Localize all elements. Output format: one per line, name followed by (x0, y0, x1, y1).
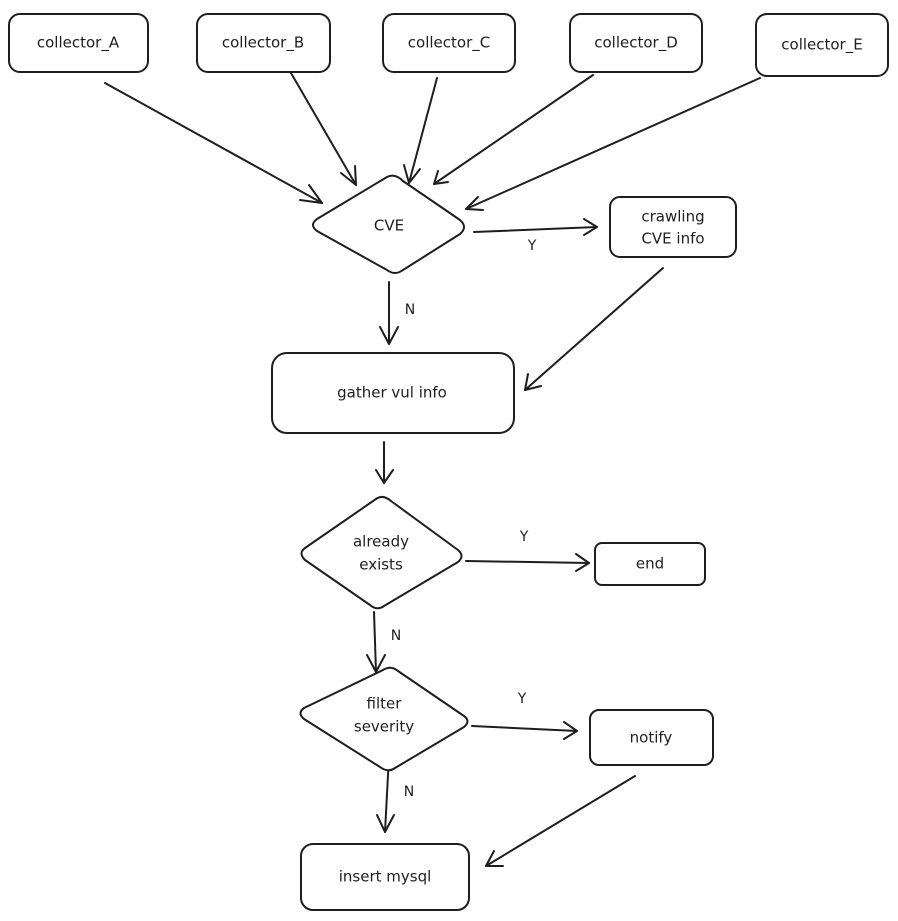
edge-filter-to-notify (471, 721, 578, 740)
node-filter-line2: severity (354, 718, 414, 736)
node-insert-label: insert mysql (339, 868, 432, 886)
node-exists-line2: exists (359, 556, 403, 574)
node-collector-c: collector_C (382, 13, 516, 73)
node-collector-c-label: collector_C (408, 34, 490, 53)
node-filter-severity-decision: filter severity (299, 666, 469, 772)
edge-collector-c-to-cve (403, 77, 438, 184)
node-end-label: end (636, 555, 664, 573)
node-insert-mysql: insert mysql (300, 843, 470, 911)
edge-label-cve-no: N (405, 302, 415, 318)
node-collector-a: collector_A (8, 13, 149, 73)
node-exists-line1: already (353, 533, 409, 551)
edge-gather-to-exists (375, 441, 394, 484)
node-notify-label: notify (630, 729, 673, 747)
edge-exists-to-filter (366, 611, 386, 673)
node-collector-d: collector_D (569, 13, 703, 73)
edge-crawling-to-gather (524, 267, 664, 391)
node-collector-e-label: collector_E (781, 36, 862, 55)
edge-label-filter-no: N (404, 784, 414, 800)
edge-labels: Y N Y N Y N (391, 238, 537, 800)
edge-label-cve-yes: Y (527, 238, 537, 254)
edge-label-filter-yes: Y (517, 691, 527, 707)
node-crawling-line1: crawling (641, 208, 704, 226)
node-filter-line1: filter (367, 695, 403, 713)
edge-cve-to-gather (379, 281, 399, 345)
node-already-exists-decision: already exists (300, 495, 463, 610)
node-collector-b: collector_B (196, 13, 331, 73)
node-collector-d-label: collector_D (594, 34, 678, 53)
edge-label-exists-no: N (391, 628, 401, 644)
node-notify: notify (589, 709, 714, 766)
edge-exists-to-end (465, 553, 590, 572)
edges (104, 72, 761, 867)
edge-collector-d-to-cve (433, 74, 594, 185)
edge-collector-a-to-cve (104, 82, 323, 204)
node-collector-b-label: collector_B (222, 34, 304, 53)
node-gather-vul-info: gather vul info (271, 352, 515, 434)
node-collector-e: collector_E (755, 13, 889, 77)
node-cve-decision: CVE (312, 174, 465, 274)
edge-label-exists-yes: Y (519, 529, 529, 545)
node-end: end (594, 542, 706, 586)
edge-collector-b-to-cve (290, 72, 357, 186)
node-collector-a-label: collector_A (37, 34, 120, 53)
node-crawling-cve-info: crawling CVE info (609, 196, 737, 258)
node-cve-label: CVE (374, 217, 404, 235)
edge-cve-to-crawling (473, 218, 598, 236)
node-crawling-line2: CVE info (641, 230, 704, 248)
edge-notify-to-insert (485, 775, 636, 867)
node-gather-label: gather vul info (337, 384, 447, 402)
edge-collector-e-to-cve (465, 77, 761, 211)
